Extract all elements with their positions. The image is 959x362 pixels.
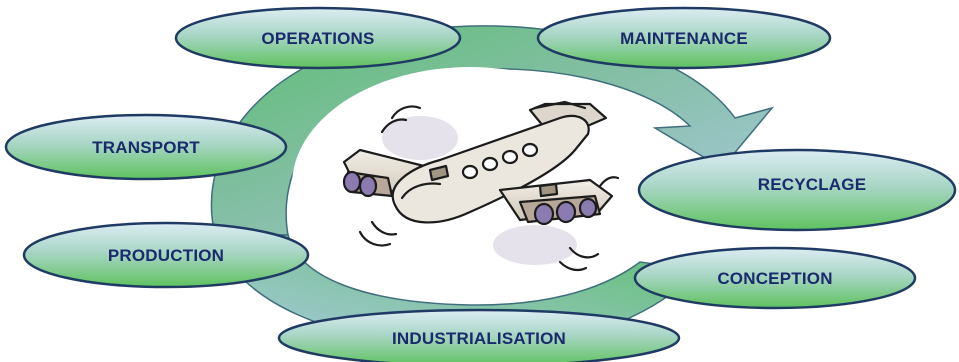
stage-label-production: PRODUCTION — [108, 246, 224, 265]
stage-recyclage: RECYCLAGE — [637, 148, 957, 232]
stage-label-operations: OPERATIONS — [261, 29, 374, 48]
stage-label-conception: CONCEPTION — [717, 269, 832, 288]
airplane-icon — [342, 100, 620, 272]
stage-production: PRODUCTION — [22, 221, 310, 289]
stage-label-recyclage: RECYCLAGE — [758, 175, 867, 194]
stage-maintenance: MAINTENANCE — [536, 6, 832, 70]
stage-transport: TRANSPORT — [4, 113, 288, 181]
stage-industrialisation: INDUSTRIALISATION — [277, 308, 681, 362]
stage-conception: CONCEPTION — [633, 246, 917, 310]
stage-label-maintenance: MAINTENANCE — [620, 29, 748, 48]
stage-label-industrialisation: INDUSTRIALISATION — [392, 329, 566, 348]
stage-operations: OPERATIONS — [174, 6, 462, 70]
stage-label-transport: TRANSPORT — [92, 138, 200, 157]
